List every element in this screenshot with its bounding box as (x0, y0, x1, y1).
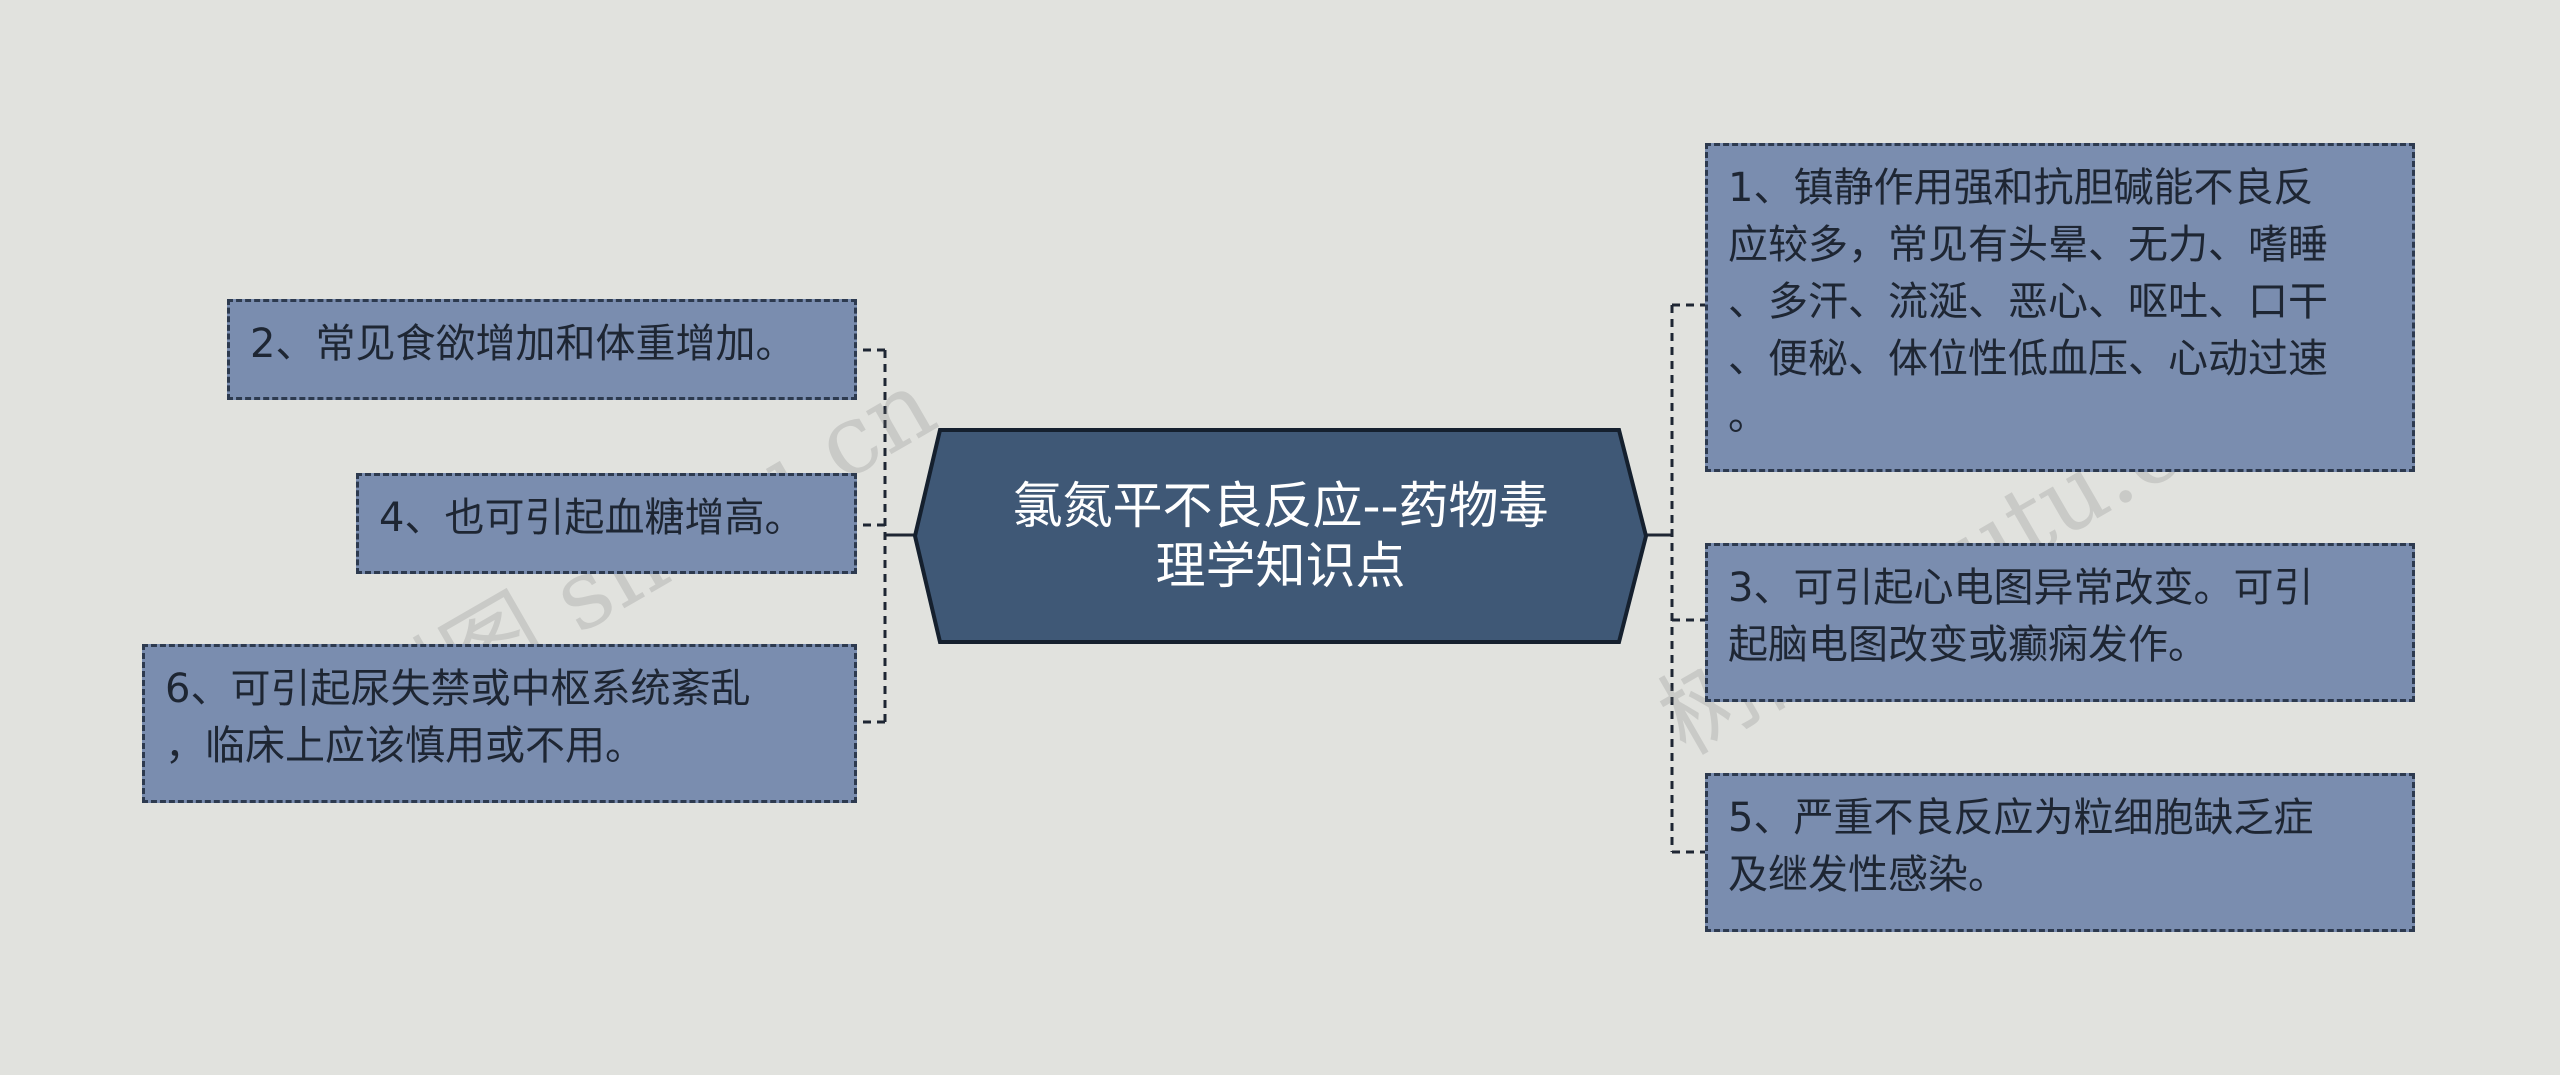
topic-node-2[interactable]: 2、常见食欲增加和体重增加。 (227, 299, 857, 400)
topic-node-3-text: 3、可引起心电图异常改变。可引 起脑电图改变或癫痫发作。 (1728, 565, 2314, 668)
topic-node-1-text: 1、镇静作用强和抗胆碱能不良反 应较多，常见有头晕、无力、嗜睡 、多汗、流涎、恶… (1728, 165, 2328, 439)
topic-node-2-text: 2、常见食欲增加和体重增加。 (250, 321, 796, 367)
connector-left-trunk (883, 350, 887, 722)
topic-node-4-text: 4、也可引起血糖增高。 (379, 495, 805, 541)
topic-node-4[interactable]: 4、也可引起血糖增高。 (356, 473, 857, 574)
topic-node-3[interactable]: 3、可引起心电图异常改变。可引 起脑电图改变或癫痫发作。 (1705, 543, 2415, 702)
topic-node-6[interactable]: 6、可引起尿失禁或中枢系统紊乱 ，临床上应该慎用或不用。 (142, 644, 857, 803)
center-hexagon (913, 428, 1648, 644)
topic-node-6-text: 6、可引起尿失禁或中枢系统紊乱 ，临床上应该慎用或不用。 (165, 666, 751, 769)
topic-node-5[interactable]: 5、严重不良反应为粒细胞缺乏症 及继发性感染。 (1705, 773, 2415, 932)
topic-node-5-text: 5、严重不良反应为粒细胞缺乏症 及继发性感染。 (1728, 795, 2314, 898)
topic-node-1[interactable]: 1、镇静作用强和抗胆碱能不良反 应较多，常见有头晕、无力、嗜睡 、多汗、流涎、恶… (1705, 143, 2415, 472)
center-title: 氯氮平不良反应--药物毒 理学知识点 (1012, 477, 1549, 595)
center-topic[interactable]: 氯氮平不良反应--药物毒 理学知识点 (913, 428, 1648, 644)
